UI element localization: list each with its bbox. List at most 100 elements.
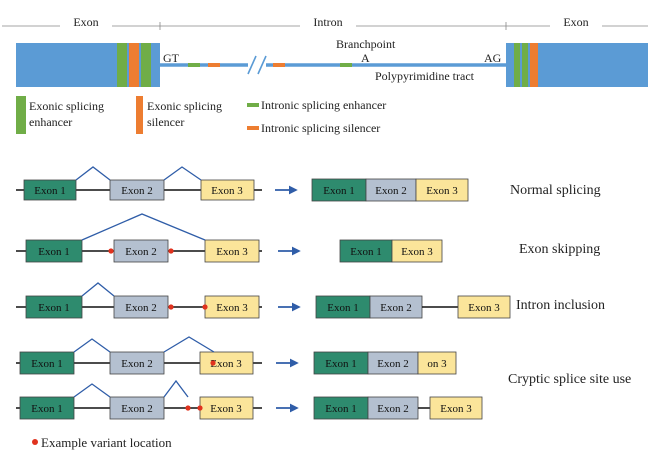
exon2-box	[113, 239, 169, 263]
variant-dot	[202, 304, 208, 310]
intron-ise-1	[188, 63, 200, 67]
branchpoint-label: Branchpoint	[336, 37, 396, 51]
branchpoint-base-label: A	[361, 51, 370, 65]
skip-splice-arc	[81, 213, 206, 241]
splice-arc-2	[163, 166, 202, 181]
exon1-label: Exon 1	[34, 185, 65, 197]
intron-iss-1	[208, 63, 220, 67]
legend-ess-line1: Exonic splicing	[147, 99, 222, 113]
polypyrimidine-label: Polypyrimidine tract	[375, 69, 475, 83]
variant-dot	[210, 360, 216, 366]
exon1-box	[19, 396, 75, 420]
mrna-exon2-label: Exon 2	[380, 302, 411, 314]
legend-ese-line2: enhancer	[29, 115, 72, 129]
exon1-label: Exon 1	[38, 302, 69, 314]
variant-legend: Example variant location	[32, 435, 172, 450]
variant-dot	[108, 248, 114, 254]
mrna-exon1-label: Exon 1	[323, 185, 354, 197]
variant-legend-dot	[32, 439, 38, 445]
exon-left-label: Exon	[73, 15, 98, 29]
legend-ese-line1: Exonic splicing	[29, 99, 104, 113]
exon3-label: Exon 3	[211, 185, 243, 197]
exon3-label: Exon 3	[210, 358, 242, 370]
exon2-box	[109, 351, 165, 375]
mrna-exon3	[391, 239, 443, 263]
mrna-exon3-label: Exon 3	[440, 403, 472, 415]
mrna-exon2-label: Exon 2	[377, 358, 408, 370]
right-exon-ess	[530, 43, 538, 87]
row-exon-skipping: Exon 1 Exon 2 Exon 3 Exon 1 Exon 3 Exon …	[16, 213, 600, 263]
region-header: Exon Intron Exon	[2, 12, 648, 30]
exon-right-label: Exon	[563, 15, 588, 29]
mrna-exon2-label: Exon 2	[375, 185, 406, 197]
exon1-box	[23, 179, 77, 201]
mrna-exon1-label: Exon 1	[325, 403, 356, 415]
outcome-cryptic-label: Cryptic splice site use	[508, 372, 631, 387]
cryptic-splice-arc	[163, 336, 215, 353]
legend-ess-swatch	[136, 96, 143, 134]
mrna-exon3	[457, 295, 511, 319]
right-exon-block	[506, 43, 648, 87]
legend-ise-label: Intronic splicing enhancer	[261, 98, 386, 112]
left-exon-ese-1	[117, 43, 127, 87]
exon1-label: Exon 1	[31, 358, 62, 370]
exon2-label: Exon 2	[121, 403, 152, 415]
variant-legend-label: Example variant location	[41, 435, 172, 450]
row-normal-splicing: Exon 1 Exon 2 Exon 3 Exon 1 Exon 2 Exon …	[16, 166, 601, 202]
mrna-exon3	[429, 396, 483, 420]
splice-arc-1	[73, 383, 111, 398]
mrna-exon1-label: Exon 1	[327, 302, 358, 314]
splice-arc-1	[75, 166, 111, 181]
exon2-box	[113, 295, 169, 319]
variant-dot	[185, 405, 191, 411]
mrna-exon2-label: Exon 2	[377, 403, 408, 415]
mrna-exon3-partial-label: on 3	[427, 358, 447, 370]
intron-break-1	[247, 55, 257, 75]
exon1-label: Exon 1	[31, 403, 62, 415]
left-exon-ess	[129, 43, 139, 87]
intron-label: Intron	[313, 15, 342, 29]
outcome-skipping-label: Exon skipping	[519, 242, 600, 257]
exon1-label: Exon 1	[38, 246, 69, 258]
right-exon-ese-2	[522, 43, 528, 87]
variant-dot	[168, 248, 174, 254]
left-exon-ese-2	[141, 43, 151, 87]
mrna-exon3-partial	[417, 351, 457, 375]
legend: Exonic splicing enhancer Exonic splicing…	[16, 96, 386, 135]
mrna-exon1-label: Exon 1	[325, 358, 356, 370]
exon2-box	[109, 396, 165, 420]
mrna-exon3-label: Exon 3	[426, 185, 458, 197]
legend-ise-swatch	[247, 103, 259, 107]
exon3-box	[199, 351, 254, 375]
mrna-exon3	[415, 178, 469, 202]
exon1-box	[25, 239, 83, 263]
exon1-box	[25, 295, 83, 319]
exon2-label: Exon 2	[121, 358, 152, 370]
legend-iss-swatch	[247, 126, 259, 130]
outcome-inclusion-label: Intron inclusion	[516, 298, 605, 313]
legend-ess-line2: silencer	[147, 115, 184, 129]
legend-ese-swatch	[16, 96, 26, 134]
intron-ise-2	[340, 63, 352, 67]
row-intron-inclusion: Exon 1 Exon 2 Exon 3 Exon 1 Exon 2 Exon …	[16, 282, 605, 319]
exon3-label: Exon 3	[216, 246, 248, 258]
exon3-label: Exon 3	[216, 302, 248, 314]
outcome-normal-label: Normal splicing	[510, 183, 601, 198]
row-cryptic-a: Exon 1 Exon 2 Exon 3 Exon 1 Exon 2 on 3 …	[16, 336, 631, 387]
exon3-box	[204, 239, 260, 263]
legend-iss-label: Intronic splicing silencer	[261, 121, 380, 135]
row-cryptic-b: Exon 1 Exon 2 Exon 3 Exon 1 Exon 2 Exon …	[16, 379, 483, 420]
exon2-label: Exon 2	[125, 302, 156, 314]
exon3-box	[200, 179, 255, 201]
exon2-label: Exon 2	[125, 246, 156, 258]
splice-arc-1	[81, 282, 115, 297]
exon2-label: Exon 2	[121, 185, 152, 197]
ag-label: AG	[484, 51, 502, 65]
exon3-label: Exon 3	[210, 403, 242, 415]
gt-label: GT	[163, 51, 180, 65]
variant-dot	[197, 405, 203, 411]
mrna-exon1-label: Exon 1	[350, 246, 381, 258]
cryptic-splice-arc	[163, 379, 189, 398]
exon2-box	[109, 179, 165, 201]
variant-dot	[168, 304, 174, 310]
